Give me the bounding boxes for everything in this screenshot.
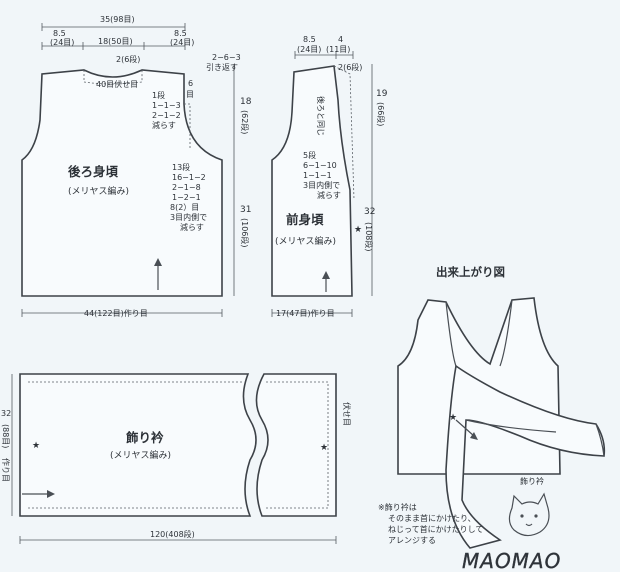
collar-outline: [19, 373, 257, 517]
back-arm-note-2: 1−1−3: [152, 101, 181, 110]
front-neck-rows: 2(6段): [338, 62, 362, 72]
front-body-height: 32: [364, 207, 375, 217]
front-title: 前身頃: [286, 212, 324, 227]
collar-height-2: (88目): [1, 424, 10, 448]
collar-bindoff: 伏せ目: [342, 402, 352, 426]
back-neck-rows: 2(6段): [116, 54, 140, 64]
front-outline: [271, 65, 353, 297]
front-dec-4: 3目内側で: [303, 180, 340, 190]
back-body-note-1: 13段: [172, 162, 190, 172]
collar-subtitle: (メリヤス編み): [110, 449, 171, 461]
finished-note-1: ※飾り衿は: [378, 502, 417, 512]
back-shoulder-left: 8.5: [53, 29, 66, 38]
finished-note-3: ねじって首にかけたりして: [388, 524, 483, 534]
back-arm-note-3: 2−1−2: [152, 111, 181, 120]
back-body-note-2: 16−1−2: [172, 173, 206, 182]
collar-piece: ★ ★ 飾り衿 (メリヤス編み) 伏せ目 32 (88目) 作り目 120(40…: [1, 373, 352, 544]
back-shoulder-left-stitches: (24目): [50, 38, 74, 47]
collar-star-left: ★: [32, 441, 40, 451]
back-outline: [21, 69, 223, 297]
back-body-height: 31: [240, 205, 251, 215]
front-neck-note: 後ろと同じ: [316, 96, 326, 136]
front-dec-3: 1−1−1: [303, 171, 332, 180]
back-piece: 35(98目) 8.5 (24目) 18(50目) 8.5 (24目) 2(6段…: [21, 15, 252, 318]
back-body-note-5: 8(2）目: [170, 203, 199, 212]
finished-title: 出来上がり図: [436, 265, 505, 279]
front-top-3: (24目): [297, 45, 321, 54]
back-body-note-4: 1−2−1: [172, 193, 201, 202]
back-shoulder-dec-1: 2−6−3: [212, 53, 241, 62]
finished-collar-outline: [445, 364, 606, 549]
front-subtitle: (メリヤス編み): [275, 235, 336, 247]
back-width-top: 35(98目): [100, 15, 135, 24]
back-shoulder-right-stitches: (24目): [170, 38, 194, 47]
front-piece: 8.5 4 (24目) (11目) 2(6段) 後ろと同じ 19 (66段) 5…: [271, 35, 388, 318]
back-arm-note-5: 6: [188, 79, 193, 88]
collar-outline-right: [255, 373, 337, 517]
back-body-note-6: 3目内側で: [170, 212, 207, 222]
collar-title: 飾り衿: [126, 430, 164, 445]
back-shoulder-right: 8.5: [174, 29, 187, 38]
back-body-note-7: 減らす: [180, 222, 204, 232]
back-armhole-height: 18: [240, 97, 252, 107]
back-neck-width: 18(50目): [98, 37, 133, 46]
front-top-1: 8.5: [303, 35, 316, 44]
front-star-mark: ★: [354, 225, 362, 235]
collar-height-1: 32: [1, 409, 11, 418]
back-neck-bindoff: 40目伏せ目: [96, 79, 138, 89]
front-dec-5: 減らす: [317, 190, 341, 200]
back-width-bottom: 44(122目)作り目: [84, 308, 148, 318]
back-arm-note-4: 減らす: [152, 120, 176, 130]
collar-length: 120(408段): [150, 529, 195, 539]
finished-collar-label: 飾り衿: [520, 476, 544, 486]
front-width-bottom: 17(47目)作り目: [276, 308, 335, 318]
back-body-note-3: 2−1−8: [172, 183, 201, 192]
finished-star-mark: ★: [449, 413, 457, 423]
finished-note-4: アレンジする: [388, 536, 436, 545]
front-top-2: 4: [338, 35, 343, 44]
back-arm-note-1: 1段: [152, 90, 165, 100]
front-armhole-height: 19: [376, 89, 388, 99]
cat-watermark-icon: [508, 492, 550, 537]
front-top-4: (11目): [326, 45, 350, 54]
back-shoulder-dec-2: 引き返す: [206, 63, 238, 72]
finished-note-2: そのまま首にかけたり、: [388, 513, 476, 523]
front-dec-1: 5段: [303, 150, 316, 160]
finished-view: 出来上がり図 ★ 飾り衿 ※飾り衿は そのまま首にかけたり、 ねじって首にかけた…: [378, 265, 606, 572]
back-subtitle: (メリヤス編み): [68, 185, 129, 197]
watermark-text: MAOMAO: [462, 549, 561, 572]
collar-star-right: ★: [320, 443, 328, 453]
front-body-rows: (108段): [364, 222, 374, 252]
back-body-rows: (106段): [240, 218, 250, 248]
collar-height-3: 作り目: [1, 458, 11, 482]
back-armhole-rows: (62段): [240, 110, 250, 134]
back-title: 後ろ身頃: [68, 164, 119, 179]
back-arm-note-6: 目: [186, 90, 194, 99]
front-dec-2: 6−1−10: [303, 161, 337, 170]
front-armhole-rows: (66段): [376, 102, 386, 126]
